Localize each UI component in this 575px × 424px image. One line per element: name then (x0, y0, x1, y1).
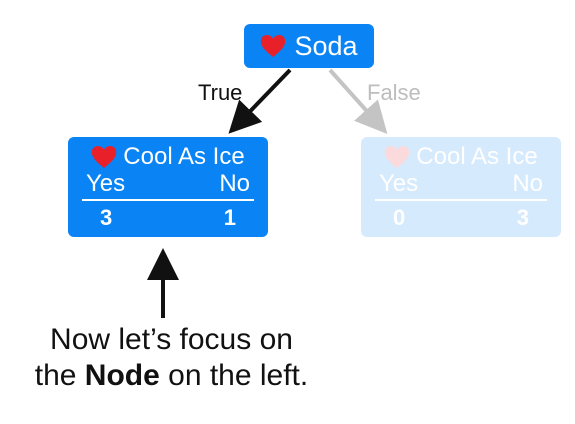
true-edge-arrow (228, 68, 292, 134)
leaf-header-row: Yes No (86, 171, 250, 197)
heart-icon (261, 35, 286, 57)
divider (82, 199, 254, 201)
leaf-count-row: 0 3 (379, 205, 543, 231)
left-leaf-node: Cool As Ice Yes No 3 1 (68, 137, 268, 237)
no-column-label: No (512, 170, 543, 197)
leaf-title: Cool As Ice (78, 143, 258, 171)
caption-text: Now let’s focus on the Node on the left. (0, 322, 343, 394)
divider (375, 199, 547, 201)
caption-line-2-end: on the left. (159, 359, 309, 392)
yes-column-label: Yes (379, 170, 419, 197)
root-node-label: Soda (294, 30, 358, 61)
no-column-label: No (219, 170, 250, 197)
caption-line-1: Now let’s focus on (50, 323, 293, 356)
caption-emphasis: Node (84, 359, 160, 392)
yes-column-label: Yes (86, 170, 126, 197)
heart-icon (92, 146, 117, 168)
no-count: 3 (516, 205, 529, 230)
true-edge-label: True (198, 80, 243, 105)
leaf-title: Cool As Ice (371, 143, 551, 171)
leaf-header-row: Yes No (379, 171, 543, 197)
false-edge-label: False (367, 80, 421, 105)
yes-count: 3 (100, 205, 113, 230)
heart-icon (385, 146, 410, 168)
leaf-title-text: Cool As Ice (123, 143, 245, 170)
yes-count: 0 (393, 205, 406, 230)
leaf-count-row: 3 1 (86, 205, 250, 231)
leaf-title-text: Cool As Ice (416, 143, 538, 170)
caption-line-2-start: the (34, 359, 85, 392)
caption-line-2: the Node on the left. (0, 358, 343, 394)
right-leaf-node: Cool As Ice Yes No 0 3 (361, 137, 561, 237)
false-edge-arrow (328, 68, 388, 134)
root-node-soda: Soda (244, 24, 374, 68)
no-count: 1 (223, 205, 236, 230)
